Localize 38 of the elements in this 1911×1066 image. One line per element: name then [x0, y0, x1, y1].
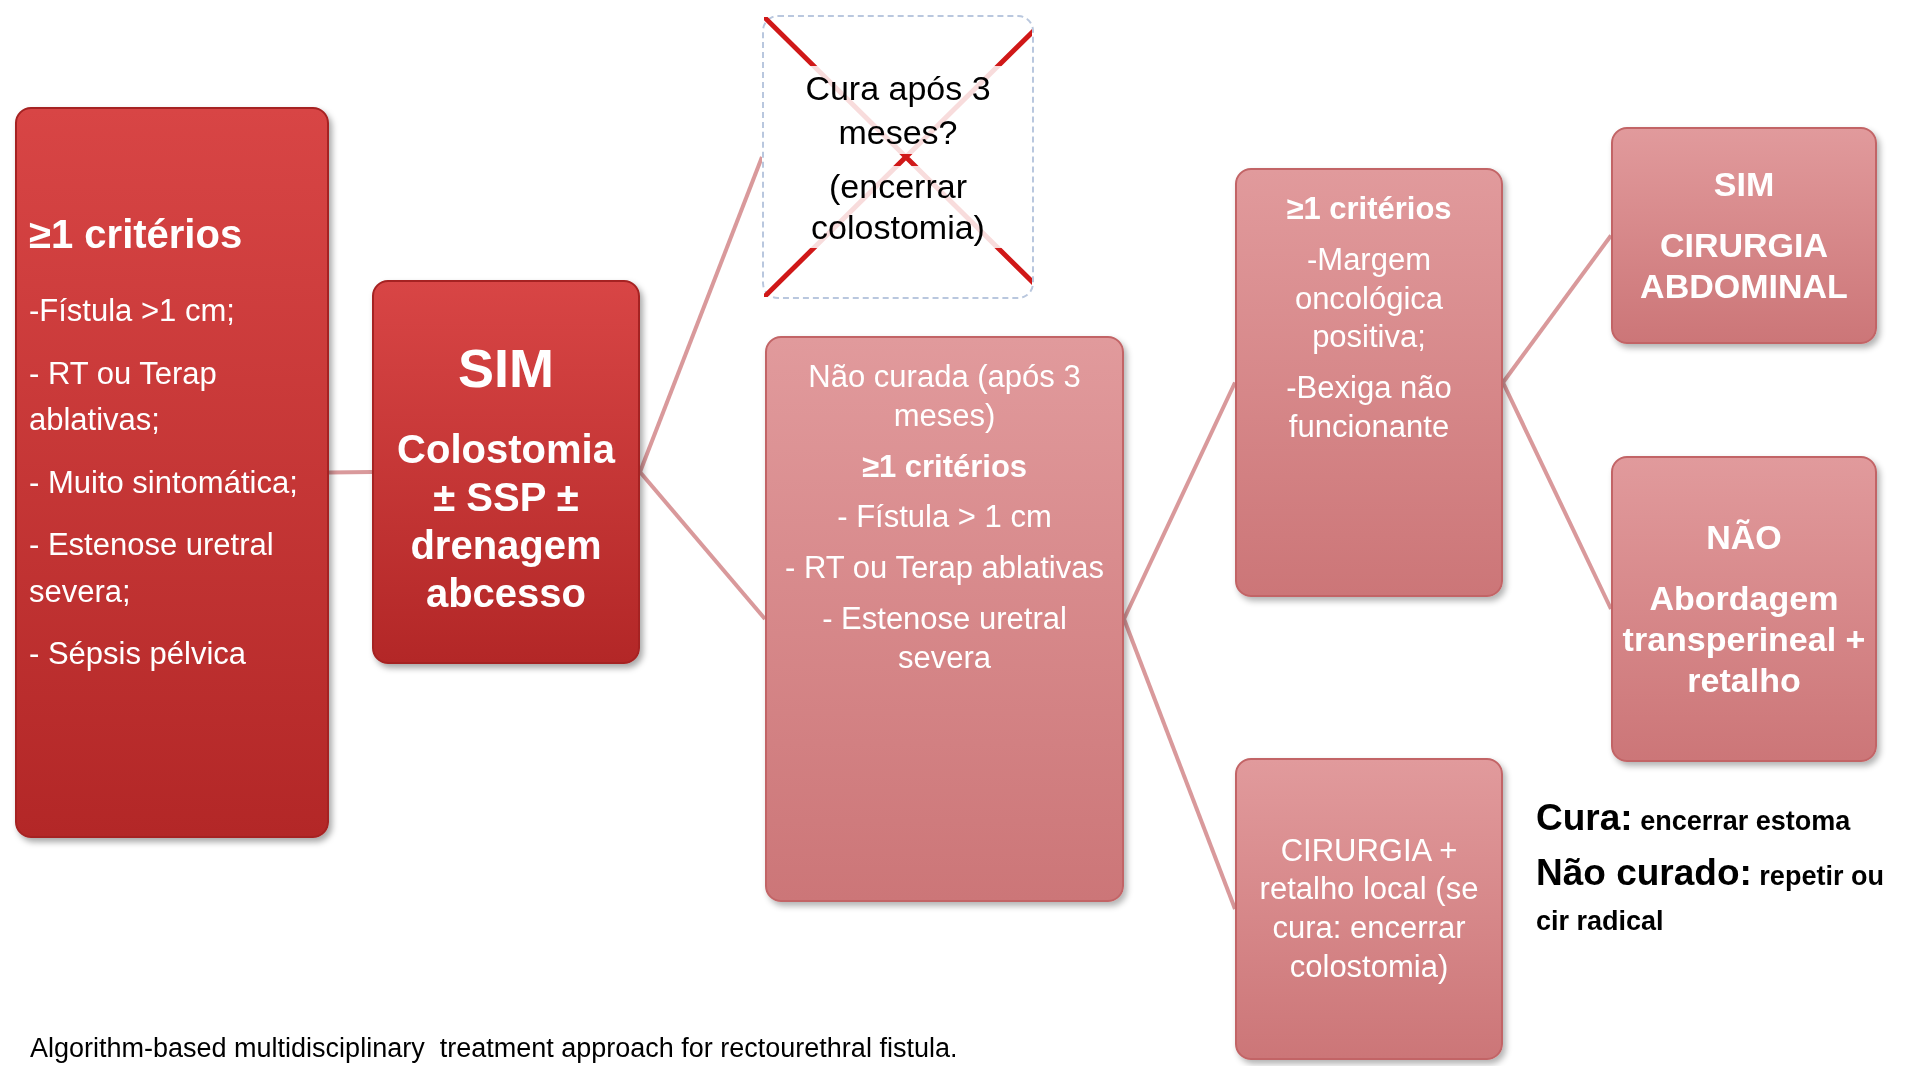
box-text: - RT ou Terap ablativas;	[29, 354, 218, 439]
box-text: ≥1 critérios	[861, 447, 1028, 486]
process-box	[1611, 127, 1877, 344]
connector-line	[638, 156, 764, 473]
connector-line	[328, 470, 373, 475]
box-heading: NÃO	[1706, 517, 1782, 559]
box-text: -Fístula >1 cm;	[29, 292, 235, 330]
connector-line	[638, 470, 767, 621]
box-text: - RT ou Terap ablativas	[785, 549, 1104, 587]
connector-line	[1122, 618, 1237, 910]
connector-line	[1501, 234, 1613, 384]
connector-line	[1122, 381, 1237, 620]
box-heading: ≥1 critérios	[29, 211, 243, 258]
box-heading: Não curada (após 3 meses)	[807, 358, 1082, 435]
caption: Algorithm-based multidisciplinary treatment approach for rectourethral fistula.	[30, 1032, 958, 1065]
box-heading: SIM	[1713, 164, 1775, 206]
process-box	[1235, 758, 1503, 1060]
box-text: -Margem oncológica positiva;	[1293, 240, 1445, 357]
box-text: - Muito sintomática;	[29, 463, 298, 502]
box-heading: ≥1 critérios	[1286, 190, 1452, 228]
box-text: Abordagem transperineal + retalho	[1621, 578, 1867, 701]
process-box	[15, 107, 329, 838]
box-text: CIRURGIA ABDOMINAL	[1639, 225, 1849, 307]
box-heading: SIM	[458, 336, 554, 400]
box-text: - Sépsis pélvica	[29, 635, 247, 673]
box-text: - Fístula > 1 cm	[837, 498, 1052, 537]
connector-line	[1501, 381, 1613, 610]
box-text: Colostomia ± SSP ± drenagem abcesso	[396, 425, 617, 617]
box-text: -Bexiga não funcionante	[1285, 369, 1453, 446]
box-text: CIRURGIA + retalho local (se cura: encerrar colostomia)	[1258, 831, 1480, 986]
box-text: - Estenose uretral severa;	[29, 526, 275, 611]
process-box	[372, 280, 640, 664]
note-text: Não curado: repetir ou cir radical	[1536, 851, 1885, 938]
box-text: - Estenose uretral severa	[821, 599, 1068, 677]
process-box	[1611, 456, 1877, 762]
note-text: Cura: encerrar estoma	[1536, 796, 1852, 840]
process-box	[1235, 168, 1503, 597]
process-box	[765, 336, 1124, 902]
